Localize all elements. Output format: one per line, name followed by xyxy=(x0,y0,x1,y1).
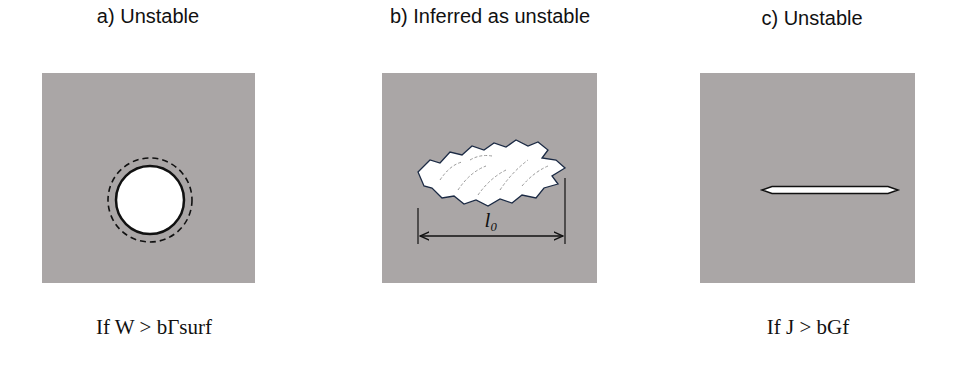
microcracks xyxy=(440,156,548,196)
panel-heading: a) Unstable xyxy=(97,5,199,28)
condition-label: If J > bGf xyxy=(767,315,849,340)
extension-line xyxy=(417,208,418,244)
expanded-void xyxy=(108,158,192,242)
sharp-crack xyxy=(762,187,898,194)
dimension-line xyxy=(420,235,563,236)
void-hole xyxy=(116,166,184,234)
panel-heading: c) Unstable xyxy=(761,7,862,30)
solid-panel xyxy=(382,73,597,283)
panel-heading: b) Inferred as unstable xyxy=(390,5,590,28)
extension-line xyxy=(564,178,565,244)
condition-label: If W > bΓsurf xyxy=(96,315,212,340)
solid-panel xyxy=(700,73,915,283)
damage-zone xyxy=(418,140,565,206)
dimension-label: l₀ xyxy=(484,208,497,233)
solid-panel xyxy=(42,73,255,283)
